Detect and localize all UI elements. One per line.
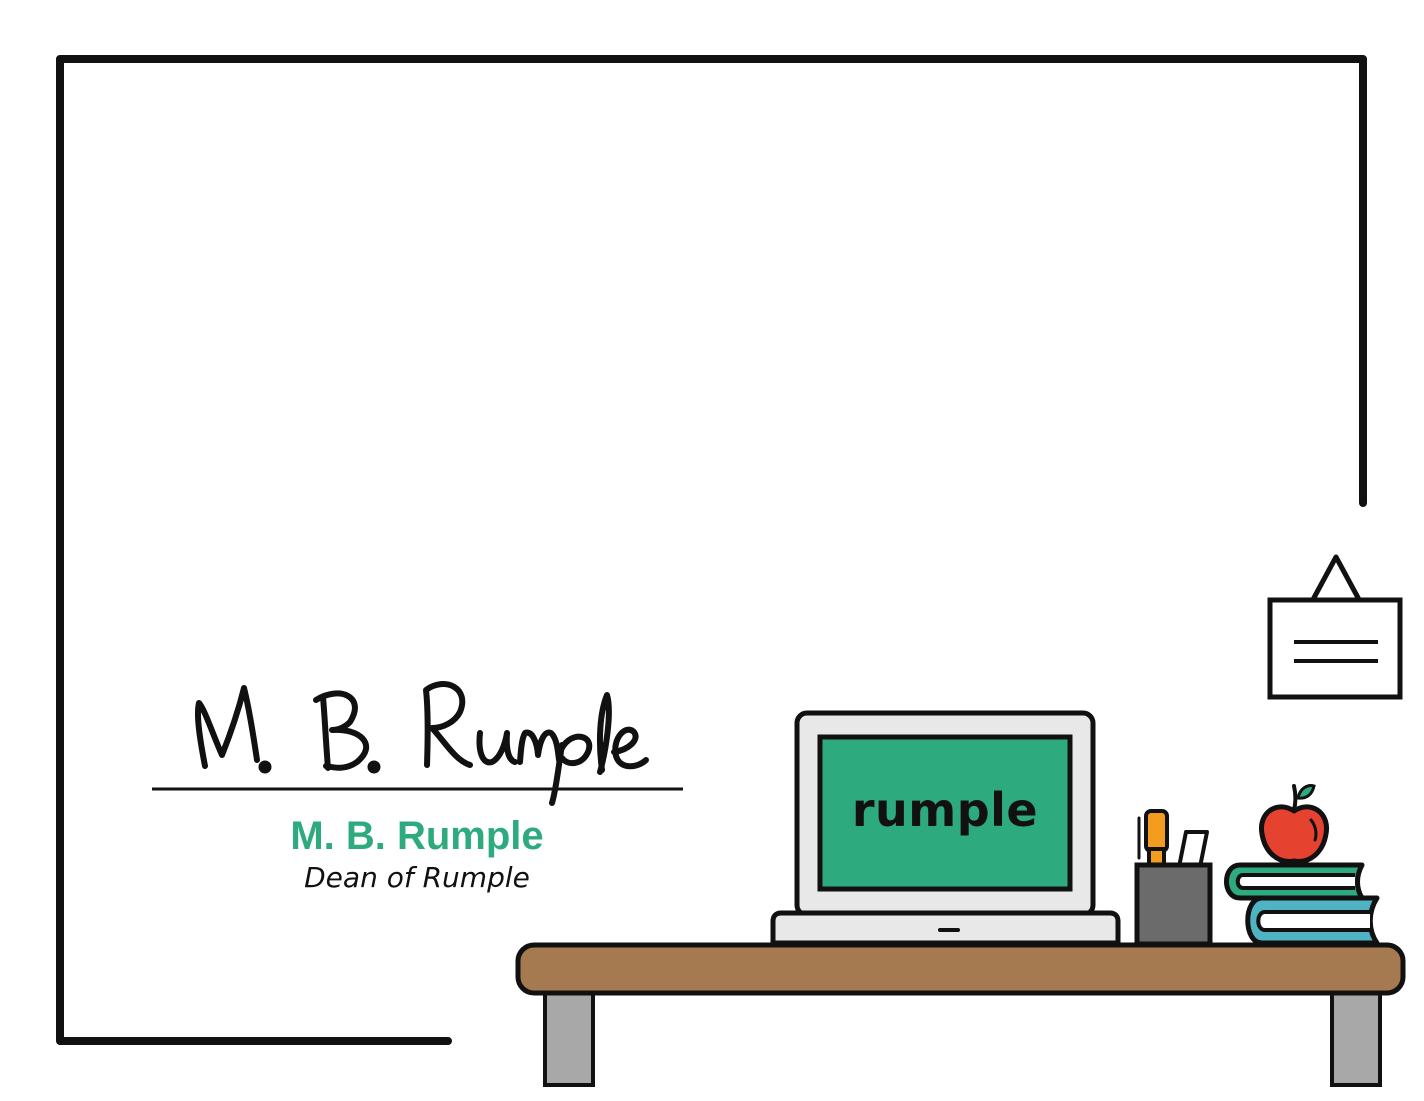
signer-name: M. B. Rumple: [290, 814, 544, 858]
apple-icon: [1259, 784, 1329, 864]
laptop-icon: [770, 710, 1121, 946]
handwritten-signature: [194, 681, 649, 806]
frame-border: [56, 55, 1367, 1045]
pencil-cup-icon: [1134, 809, 1213, 947]
desk-icon: [515, 942, 1406, 1087]
book-stack-icon: [1224, 862, 1380, 946]
laptop-screen-text: rumple: [851, 783, 1039, 837]
signer-title: Dean of Rumple: [304, 861, 530, 894]
hanging-sign-icon: [1267, 554, 1403, 700]
